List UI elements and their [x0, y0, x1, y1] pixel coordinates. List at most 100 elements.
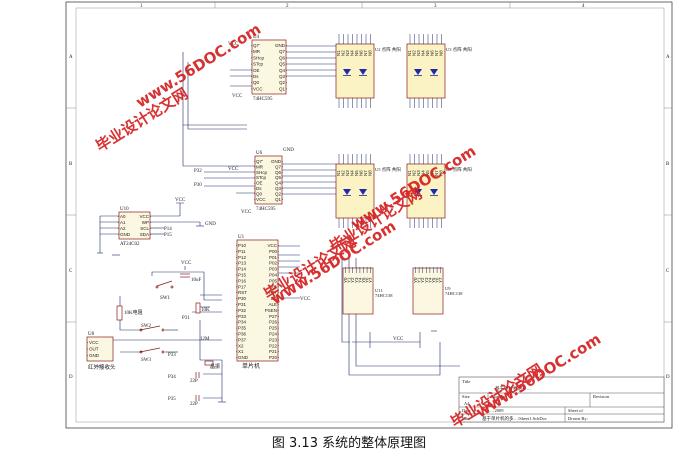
matrix-pin-label: N3 [345, 170, 350, 176]
col-marker-3: 3 [434, 4, 437, 9]
pin-label: P36 [238, 332, 247, 337]
pin-label: X1 [238, 349, 244, 354]
net-vcc-u4: VCC [232, 94, 243, 99]
pin-label: P10 [238, 243, 247, 248]
pin-label: P14 [238, 267, 247, 272]
pin-label: VCC [267, 243, 277, 248]
pin-label: SDA [140, 232, 149, 237]
u8-ref: U8 [88, 332, 95, 337]
net-vcc-u6: VCC [228, 167, 239, 172]
pin-label: STcp [253, 62, 264, 67]
u4-ref: U4 [253, 35, 260, 40]
row-marker-d: D [69, 375, 73, 380]
pin-label: VCC [253, 86, 263, 91]
led-symbol [414, 69, 422, 75]
rp1-label: 10K电阻 [124, 309, 143, 316]
matrix-pin-label: N4 [421, 50, 426, 56]
pin-label: GND [271, 159, 282, 164]
size-value: A4 [464, 401, 470, 406]
pin-label: Y2 [420, 277, 425, 283]
matrix-pin-label: N4 [350, 50, 355, 56]
net-p30: P30 [194, 183, 202, 188]
matrix-pin-label: N4 [350, 170, 355, 176]
led-symbol [414, 189, 422, 195]
pin-label: Y4 [357, 277, 362, 283]
pin-label: P05 [269, 278, 278, 283]
pin-label: P22 [269, 343, 278, 348]
pin-label: P17 [238, 284, 247, 289]
matrix-pin-label: N3 [416, 50, 421, 56]
pin-label: SHcp [256, 170, 268, 175]
pin-label: P31 [238, 302, 247, 307]
pin-label: STcp [256, 175, 267, 180]
date-label: Date [462, 408, 471, 413]
pin-label: Q1 [279, 86, 286, 91]
matrix-label: U3 点阵 共阳 [446, 46, 472, 53]
matrix-pin-label: N5 [354, 170, 359, 176]
pin-label: Q0 [256, 191, 263, 196]
matrix-pin-label: N1 [407, 50, 412, 56]
revision-label: Revision [593, 394, 610, 399]
row-marker-d-right: D [666, 375, 670, 380]
watermark-url-1: www.56DOC.com [133, 20, 265, 112]
pin-label: Q3 [275, 186, 282, 191]
u11-part: 74HC138 [375, 293, 393, 298]
u11-ref: U11 [375, 288, 383, 293]
row-marker-b-right: B [666, 162, 670, 167]
led-symbol [359, 189, 367, 195]
led-symbol [343, 69, 351, 75]
pin-label: X2 [238, 343, 244, 348]
matrix-body [406, 43, 446, 99]
matrix-pin-label: N6 [359, 170, 364, 176]
col-marker-2: 2 [286, 4, 289, 9]
pin-label: GND [275, 43, 286, 48]
matrix-pin-label: N7 [363, 170, 368, 176]
matrix-pin-label: N5 [354, 50, 359, 56]
u10-ref: U10 [120, 207, 129, 212]
pin-label: Q6 [275, 170, 282, 175]
pin-label: Q4 [275, 181, 282, 186]
size-label: Size [462, 394, 470, 399]
pin-label: ALE [268, 302, 277, 307]
pin-label: Ds [256, 186, 262, 191]
pin-label: PSEN [265, 308, 277, 313]
pin-label: Q7' [256, 159, 263, 164]
matrix-pin-label: N8 [439, 170, 444, 176]
title-value: 基于单片机的多… [495, 385, 531, 392]
pin-label: P03 [269, 267, 278, 272]
pin-label: SCL [140, 226, 149, 231]
pin-label: Q2 [279, 80, 286, 85]
pin-label: P33 [238, 314, 247, 319]
pin-label: Y2 [350, 277, 355, 283]
net-gnd-u10: GND [205, 222, 216, 227]
pin-label: Y5 [431, 277, 436, 283]
title-block: Title 基于单片机的多… Size A4 Number Revision D… [458, 376, 665, 423]
matrix-pin-label: N8 [368, 50, 373, 56]
pin-label: Q4 [279, 68, 286, 73]
pin-label: P32 [238, 308, 247, 313]
net-p33: P33 [168, 353, 176, 358]
led-symbol [359, 69, 367, 75]
u6-ref: U6 [256, 151, 263, 156]
matrix-pin-label: N1 [336, 50, 341, 56]
sheet-label: Sheet of [568, 408, 583, 413]
pin-label: EA [271, 296, 277, 301]
pin-label: Y0 [413, 277, 418, 283]
pin-label: P06 [269, 284, 278, 289]
pin-label: GND [120, 232, 131, 237]
c2-label: 22P [190, 402, 198, 407]
pin-label: P07 [269, 290, 278, 295]
pin-label: Q5 [275, 175, 282, 180]
row-marker-a: A [69, 55, 73, 60]
u9-part: 74HC138 [445, 291, 463, 296]
pin-label: A2 [120, 226, 126, 231]
pin-label: OE [253, 68, 260, 73]
